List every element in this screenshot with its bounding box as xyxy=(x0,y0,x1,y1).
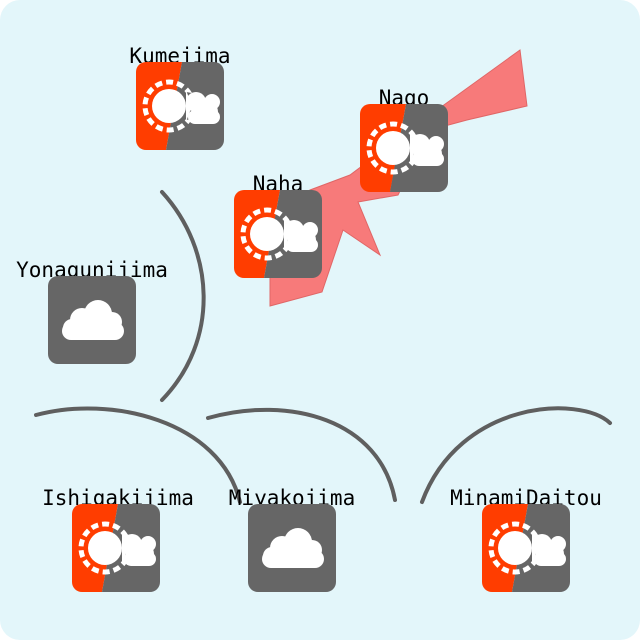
region-boundary-arc xyxy=(420,406,612,504)
sun-cloud-icon xyxy=(234,190,322,278)
cloud-icon xyxy=(48,276,136,364)
sun-cloud-icon xyxy=(482,504,570,592)
sun-cloud-icon xyxy=(360,104,448,192)
region-boundary-arc xyxy=(160,190,206,402)
region-boundary-arc xyxy=(206,407,397,502)
sun-cloud-icon xyxy=(72,504,160,592)
sun-cloud-icon xyxy=(136,62,224,150)
cloud-icon xyxy=(248,504,336,592)
region-boundary-arc xyxy=(34,406,242,504)
